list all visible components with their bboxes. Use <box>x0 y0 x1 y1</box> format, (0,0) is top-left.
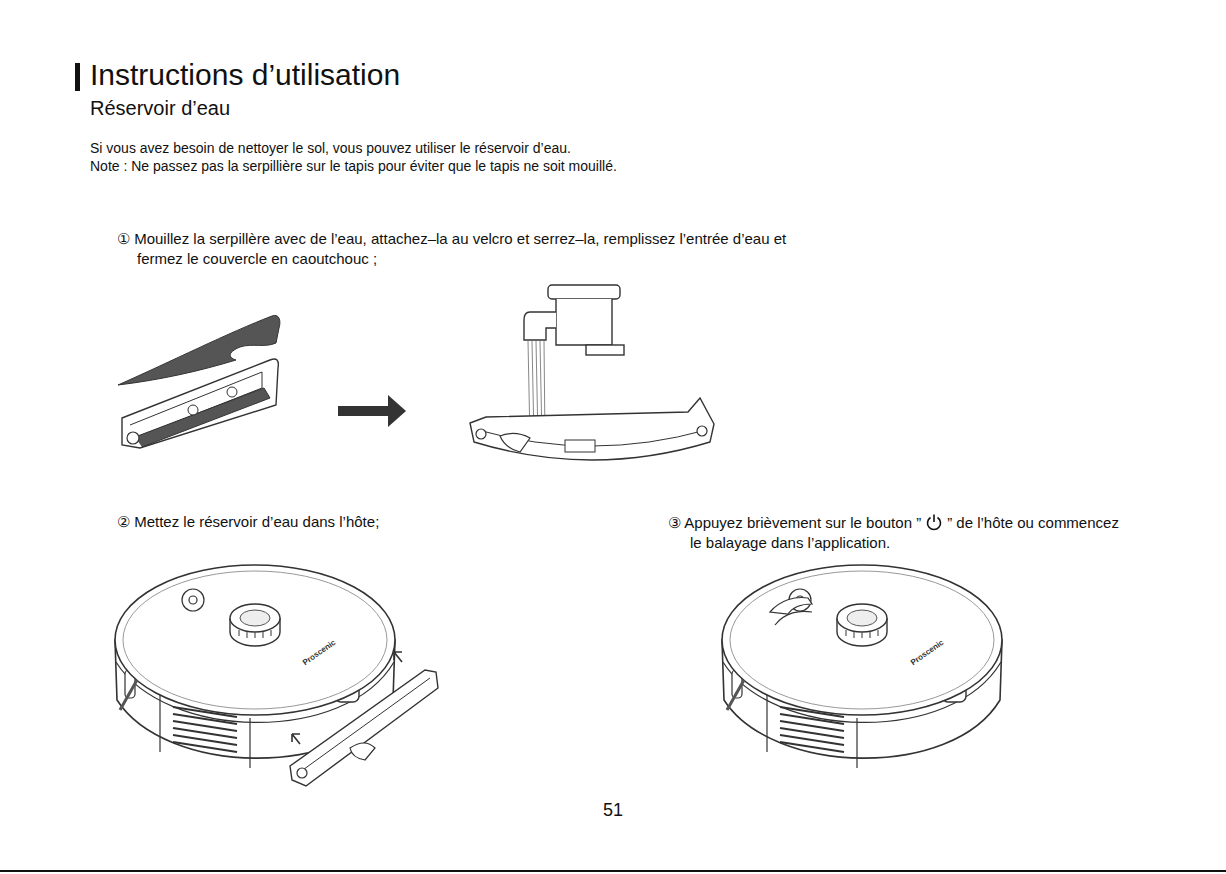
step-arrow <box>338 395 406 427</box>
brand-logo: Proscenic <box>909 638 945 667</box>
step-text: ① Mouillez la serpillère avec de l’eau, … <box>117 229 787 269</box>
section-heading: Réservoir d’eau <box>90 97 230 120</box>
robot-with-tank <box>115 565 438 786</box>
step-text: ③ Appuyez brièvement sur le bouton ”” de… <box>668 513 1130 553</box>
footer-rule <box>0 870 1226 872</box>
robot-start <box>722 565 1002 768</box>
brand-logo: Proscenic <box>301 638 337 667</box>
page-title: Instructions d’utilisation <box>90 58 400 92</box>
note-text: Note : Ne passez pas la serpillière sur … <box>90 158 617 174</box>
title-bar <box>75 63 80 91</box>
faucet-filling-tank <box>470 285 714 460</box>
mop-and-tank <box>118 315 280 448</box>
mop-pad <box>118 315 280 385</box>
step-text-part: ③ Appuyez brièvement sur le bouton ” <box>668 514 921 531</box>
page-number: 51 <box>596 800 630 821</box>
power-icon <box>925 513 943 531</box>
step-text: ② Mettez le réservoir d’eau dans l’hôte; <box>117 513 379 531</box>
intro-text: Si vous avez besoin de nettoyer le sol, … <box>90 140 571 156</box>
